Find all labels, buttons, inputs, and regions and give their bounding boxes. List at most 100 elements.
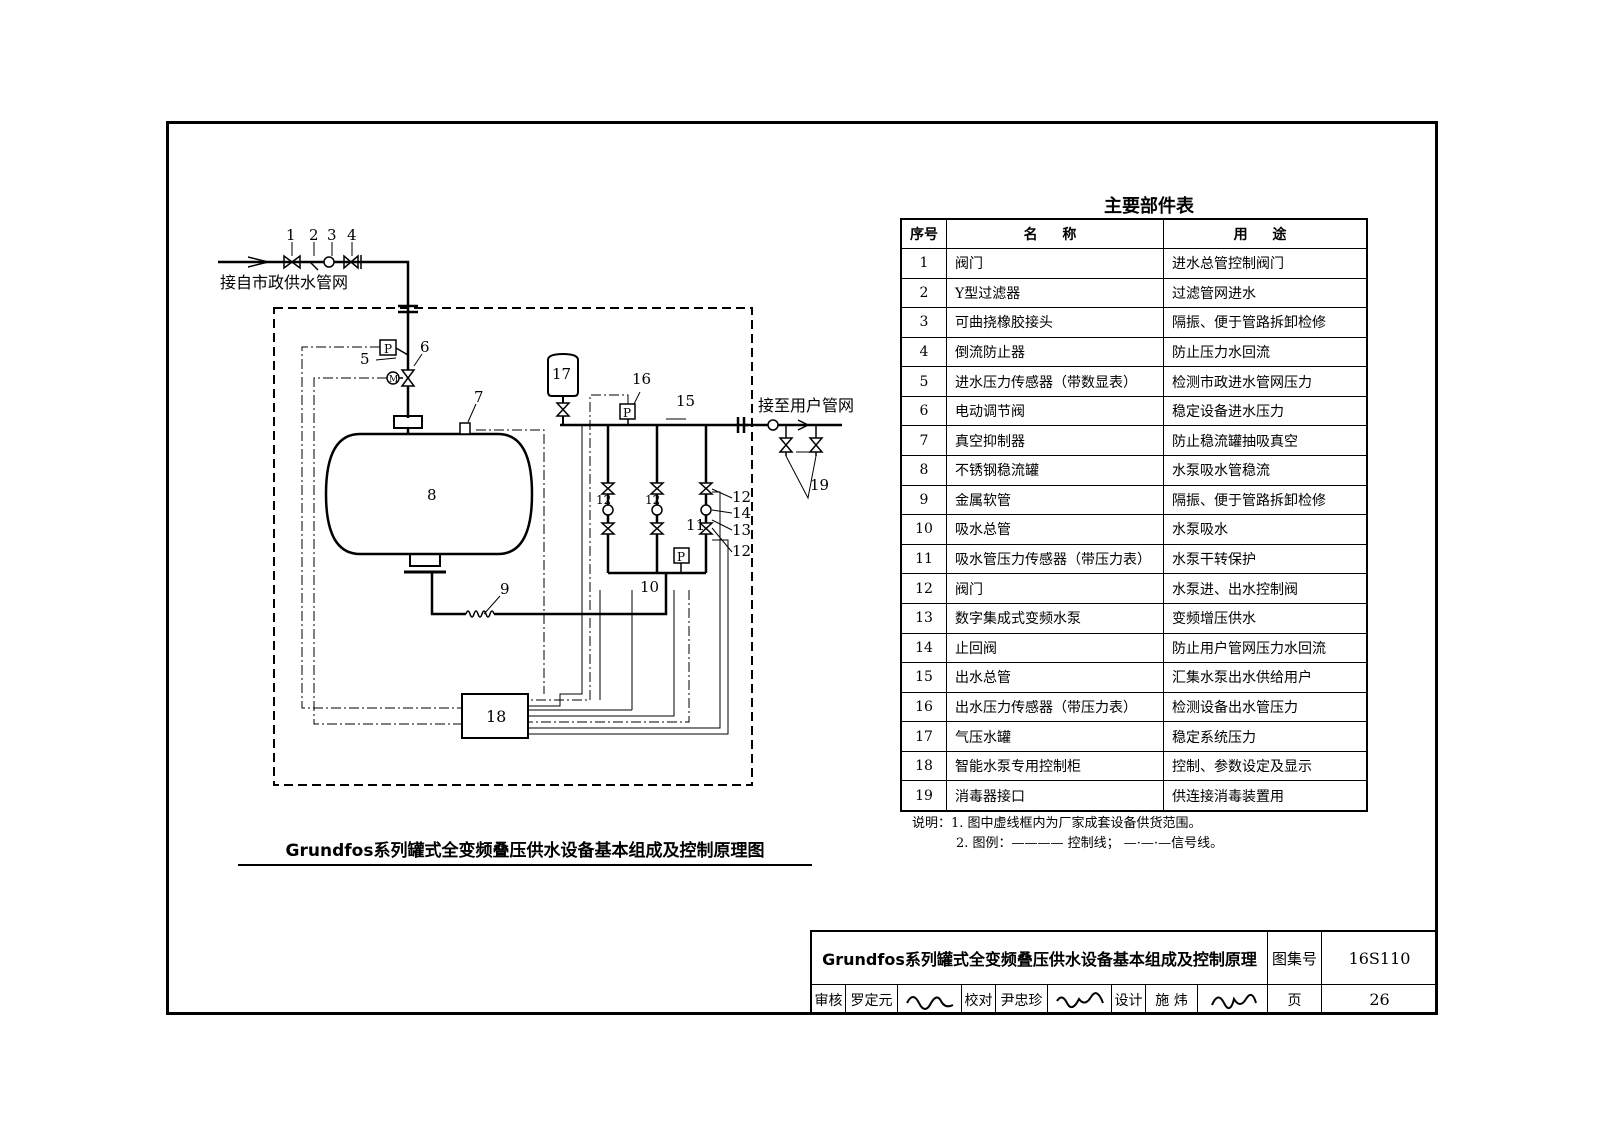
part-use: 隔振、便于管路拆卸检修 (1163, 484, 1368, 516)
callout-1: 1 (286, 226, 296, 244)
callout-14: 14 (732, 504, 751, 522)
part-number: 8 (900, 455, 947, 486)
part-number: 13 (900, 602, 947, 634)
title-block-row-1: Grundfos系列罐式全变频叠压供水设备基本组成及控制原理 图集号 16S11… (812, 932, 1437, 985)
part-name: 可曲挠橡胶接头 (946, 307, 1164, 338)
flex-hose-9-icon (465, 610, 495, 618)
part-number: 15 (900, 662, 947, 693)
part-number: 17 (900, 721, 947, 752)
pump-stack-1 (600, 482, 616, 535)
part-use: 变频增压供水 (1163, 602, 1368, 634)
callout-9: 9 (500, 580, 510, 598)
header-use: 用 途 (1163, 218, 1368, 249)
title-block-title: Grundfos系列罐式全变频叠压供水设备基本组成及控制原理 (812, 932, 1268, 984)
part-name: 出水总管 (946, 662, 1164, 693)
parts-table-title: 主要部件表 (1104, 196, 1194, 217)
callout-7: 7 (474, 388, 484, 406)
part-use: 水泵进、出水控制阀 (1163, 573, 1368, 604)
part-number: 18 (900, 750, 947, 782)
callout-17: 17 (552, 365, 571, 383)
inlet-arrow (247, 256, 269, 268)
part-use: 检测市政进水管网压力 (1163, 366, 1368, 397)
part-use: 防止稳流罐抽吸真空 (1163, 425, 1368, 457)
part-number: 9 (900, 484, 947, 516)
part-number: 11 (900, 543, 947, 575)
page-number: 26 (1369, 990, 1390, 1009)
inlet-label: 接自市政供水管网 (220, 273, 348, 292)
checker-signature-mark (1055, 991, 1104, 1008)
callout-16: 16 (632, 370, 651, 388)
part-name: 倒流防止器 (946, 336, 1164, 368)
part-use: 隔振、便于管路拆卸检修 (1163, 307, 1368, 338)
part-name: 电动调节阀 (946, 395, 1164, 427)
valve-6-icon (400, 369, 416, 387)
part-use: 进水总管控制阀门 (1163, 248, 1368, 279)
part-name: 智能水泵专用控制柜 (946, 750, 1164, 782)
callout-19: 19 (810, 476, 829, 494)
part-use: 汇集水泵出水供给用户 (1163, 662, 1368, 693)
callout-12-pump1: 12 (596, 493, 611, 507)
tank-bottom-flange (409, 553, 441, 567)
caption-underline (238, 864, 812, 866)
part-number: 4 (900, 336, 947, 368)
backflow-4-icon (343, 254, 359, 270)
part-use: 水泵吸水 (1163, 514, 1368, 545)
part-use: 过滤管网进水 (1163, 277, 1368, 309)
part-name: 吸水总管 (946, 514, 1164, 545)
part-name: 气压水罐 (946, 721, 1164, 752)
reviewer-signature-mark (905, 995, 953, 1010)
notes: 说明：1. 图中虚线框内为厂家成套设备供货范围。 2. 图例：———— 控制线；… (912, 814, 1223, 854)
inlet-pipe (218, 260, 410, 418)
checker-name: 尹忠珍 (996, 984, 1048, 1015)
pressure-tank-17 (547, 352, 579, 397)
callout-10: 10 (640, 578, 659, 596)
part-name: 阀门 (946, 573, 1164, 604)
sensor-16-letter: P (623, 406, 631, 420)
pump-stack-2 (649, 482, 665, 535)
callout-4: 4 (347, 226, 357, 244)
header-no: 序号 (900, 218, 947, 249)
sensor-11-letter: P (677, 550, 685, 564)
part-number: 16 (900, 691, 947, 723)
part-name: 止回阀 (946, 632, 1164, 664)
part-use: 控制、参数设定及显示 (1163, 750, 1368, 782)
part-number: 5 (900, 366, 947, 397)
part-use: 水泵吸水管稳流 (1163, 455, 1368, 486)
part-use: 防止压力水回流 (1163, 336, 1368, 368)
callout-13: 13 (732, 521, 751, 539)
part-number: 2 (900, 277, 947, 309)
supply-scope-box (273, 307, 753, 786)
diagram-caption: Grundfos系列罐式全变频叠压供水设备基本组成及控制原理图 (285, 841, 765, 861)
tank-8-shape (324, 432, 534, 556)
design-label: 设计 (1112, 984, 1146, 1015)
suction-pipe (430, 572, 466, 616)
part-number: 14 (900, 632, 947, 664)
control-signal-lines (301, 346, 729, 735)
atlas-label: 图集号 (1268, 932, 1322, 984)
callout-6: 6 (420, 338, 430, 356)
page-label: 页 (1268, 984, 1322, 1015)
part-number: 6 (900, 395, 947, 427)
checker-signature (1048, 984, 1112, 1015)
title-block: Grundfos系列罐式全变频叠压供水设备基本组成及控制原理 图集号 16S11… (810, 930, 1438, 1015)
callout-2: 2 (309, 226, 319, 244)
part-use: 供连接消毒装置用 (1163, 780, 1368, 812)
callout-5: 5 (360, 350, 370, 368)
part-name: 消毒器接口 (946, 780, 1164, 812)
part-name: 进水压力传感器（带数显表） (946, 366, 1164, 397)
